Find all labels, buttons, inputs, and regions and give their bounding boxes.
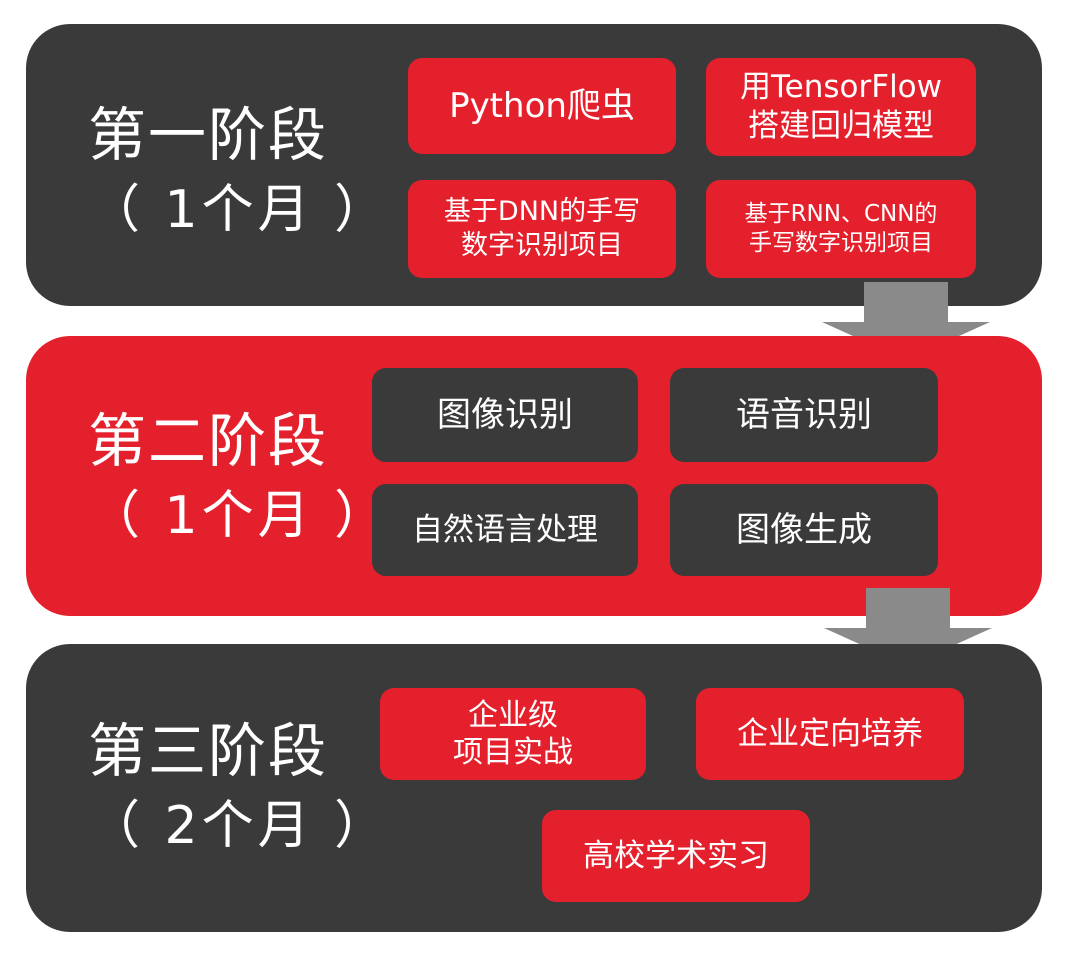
stage-2-duration: （ 1个月 ） (88, 486, 391, 547)
stage-2-item-speech-recognition: 语音识别 (670, 368, 938, 462)
item-line: 项目实战 (453, 735, 573, 770)
stage-3-item-academic-internship: 高校学术实习 (542, 810, 810, 902)
stage-2-label: 第二阶段 （ 1个月 ） (88, 404, 390, 551)
stage-1-item-rnn-cnn-digit-recognition: 基于RNN、CNN的 手写数字识别项目 (706, 180, 976, 278)
stage-1-item-python-crawler: Python爬虫 (408, 58, 676, 154)
item-line: 企业定向培养 (737, 715, 923, 752)
stage-1-item-dnn-digit-recognition: 基于DNN的手写 数字识别项目 (408, 180, 676, 278)
stage-3-item-enterprise-projects: 企业级 项目实战 (380, 688, 646, 780)
item-line: 手写数字识别项目 (749, 230, 933, 256)
stage-2-panel: 第二阶段 （ 1个月 ） 图像识别 语音识别 自然语言处理 图像生成 (26, 336, 1042, 616)
item-line: 语音识别 (736, 394, 872, 435)
item-line: 基于DNN的手写 (443, 196, 641, 228)
stage-1-duration: （ 1个月 ） (88, 180, 391, 241)
stage-3-panel: 第三阶段 （ 2个月 ） 企业级 项目实战 企业定向培养 高校学术实习 (26, 644, 1042, 932)
stage-2-item-image-generation: 图像生成 (670, 484, 938, 576)
stage-3-title: 第三阶段 (88, 717, 329, 785)
item-line: 企业级 (468, 697, 558, 733)
item-line: 搭建回归模型 (747, 108, 934, 144)
stage-3-label: 第三阶段 （ 2个月 ） (88, 714, 390, 861)
item-line: Python爬虫 (449, 85, 635, 126)
stage-2-item-image-recognition: 图像识别 (372, 368, 638, 462)
stage-1-item-tensorflow-regression: 用TensorFlow 搭建回归模型 (706, 58, 976, 156)
item-line: 用TensorFlow (739, 69, 942, 106)
stage-1-title: 第一阶段 (88, 101, 329, 169)
stage-3-duration: （ 2个月 ） (88, 796, 391, 857)
stage-2-item-nlp: 自然语言处理 (372, 484, 638, 576)
item-line: 高校学术实习 (583, 837, 769, 874)
stage-1-panel: 第一阶段 （ 1个月 ） Python爬虫 用TensorFlow 搭建回归模型… (26, 24, 1042, 306)
item-line: 数字识别项目 (461, 230, 623, 261)
stage-2-title: 第二阶段 (88, 407, 329, 475)
item-line: 图像识别 (437, 394, 573, 435)
item-line: 基于RNN、CNN的 (744, 201, 938, 228)
item-line: 自然语言处理 (412, 511, 598, 548)
item-line: 图像生成 (736, 509, 872, 550)
stage-3-item-enterprise-training: 企业定向培养 (696, 688, 964, 780)
stage-1-label: 第一阶段 （ 1个月 ） (88, 98, 390, 245)
